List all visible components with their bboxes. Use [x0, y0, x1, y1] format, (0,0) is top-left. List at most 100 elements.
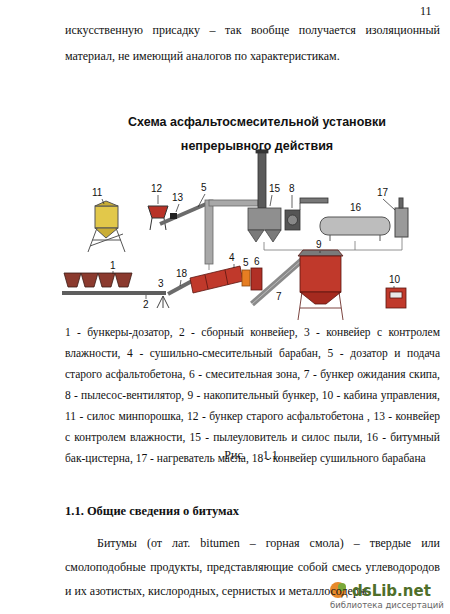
oil-heater [395, 208, 408, 237]
feed-conveyor [160, 204, 206, 224]
leader-lines [292, 195, 293, 208]
exhaust-fan [300, 203, 301, 210]
collecting-conveyor [146, 295, 147, 299]
body-paragraph: искусственную присадку – так вообще полу… [65, 17, 440, 69]
control-cabin [386, 288, 406, 308]
mineral-powder-silo [90, 234, 123, 246]
feed-conveyor [160, 204, 206, 224]
old-asphalt-bin [150, 218, 152, 230]
control-cabin [390, 292, 402, 298]
leader-lines [176, 204, 179, 212]
dust-collector [248, 208, 281, 230]
control-cabin [386, 288, 406, 308]
chimney [258, 150, 266, 208]
moisture-control-conveyor [157, 296, 169, 308]
callout-number: 8 [289, 184, 295, 194]
watermark: dsLib.net [352, 583, 431, 599]
callout-number: 9 [316, 240, 322, 250]
figure-caption: 1 - бункеры-дозатор, 2 - сборный конвейе… [65, 322, 440, 469]
oil-heater [399, 198, 403, 208]
watermark: библиотека диссертаций [330, 600, 444, 610]
exhaust-fan [300, 198, 328, 203]
leader-lines [198, 194, 205, 207]
moisture-control-conveyor [163, 296, 164, 308]
dosing-hoppers [98, 273, 115, 287]
bitumen-tank [380, 235, 381, 241]
duct [205, 200, 213, 264]
storage-bin [300, 308, 341, 309]
callout-number: 7 [276, 292, 282, 302]
callout-number: 12 [151, 184, 162, 194]
drying-drum [225, 270, 228, 285]
mineral-powder-silo [95, 228, 118, 238]
storage-bin [300, 292, 341, 304]
figure-number: Рис. 1.1. [65, 447, 440, 463]
drying-drum [190, 266, 243, 293]
callout-number: 11 [92, 188, 102, 198]
mixing-zone [251, 268, 262, 290]
callout-number: 17 [377, 188, 388, 198]
collecting-conveyor [62, 291, 166, 295]
leader-lines [383, 199, 395, 210]
callout-number: 10 [389, 275, 400, 285]
dosing-hoppers [64, 273, 132, 287]
chimney [256, 150, 268, 208]
dosing-hoppers [81, 273, 98, 287]
storage-bin [298, 292, 302, 320]
pipelines [264, 237, 402, 250]
storage-bin [298, 250, 343, 320]
leader-lines [320, 251, 321, 253]
bitumen-tank [320, 217, 390, 241]
exhaust-fan [285, 210, 300, 230]
old-asphalt-bin [148, 206, 168, 230]
dosing-hoppers [64, 273, 81, 287]
exhaust-fan [288, 215, 298, 225]
drying-drum [205, 275, 208, 289]
oil-heater [395, 198, 408, 237]
mineral-powder-silo [88, 201, 125, 252]
pipelines [209, 264, 210, 270]
storage-bin [300, 256, 341, 292]
callout-number: 2 [143, 300, 149, 310]
leader-lines [113, 271, 114, 274]
bitumen-tank [320, 217, 390, 235]
drying-drum [190, 266, 243, 293]
leader-lines [234, 264, 235, 268]
moisture-control-conveyor [157, 296, 163, 308]
old-asphalt-bin [148, 206, 168, 218]
pipelines [355, 241, 356, 250]
storage-bin [298, 250, 343, 256]
dust-collector [248, 230, 264, 242]
leader-lines [102, 199, 104, 204]
callout-number: 13 [172, 193, 183, 203]
callout-number: 15 [269, 184, 280, 194]
leader-lines [102, 194, 395, 288]
old-asphalt-doser [242, 270, 250, 286]
diagram-title: Схема асфальтосмесительной установки неп… [92, 110, 422, 158]
leader-lines [270, 195, 272, 206]
mixing-zone [251, 268, 262, 290]
callout-number: 5 [243, 258, 249, 268]
callout-number: 3 [158, 279, 164, 289]
dust-collector [248, 208, 281, 242]
section-heading: 1.1. Общие сведения о битумах [65, 503, 440, 519]
drum-conveyor [168, 281, 192, 294]
callout-number: 18 [176, 269, 187, 279]
callout-number: 4 [229, 253, 235, 263]
moisture-control-conveyor [163, 296, 169, 308]
dosing-hoppers [115, 273, 132, 287]
drum-conveyor [168, 281, 192, 294]
callout-number: 5 [201, 183, 207, 193]
leader-lines [158, 195, 159, 204]
callout-number: 16 [350, 203, 361, 213]
callout-number: 1 [110, 261, 116, 271]
bitumen-tank [330, 235, 331, 241]
page-number: 11 [420, 4, 432, 19]
mineral-powder-silo [95, 201, 118, 206]
feed-conveyor [170, 213, 177, 219]
leader-lines [394, 286, 395, 288]
storage-bin [339, 292, 343, 320]
collecting-conveyor [62, 293, 166, 299]
